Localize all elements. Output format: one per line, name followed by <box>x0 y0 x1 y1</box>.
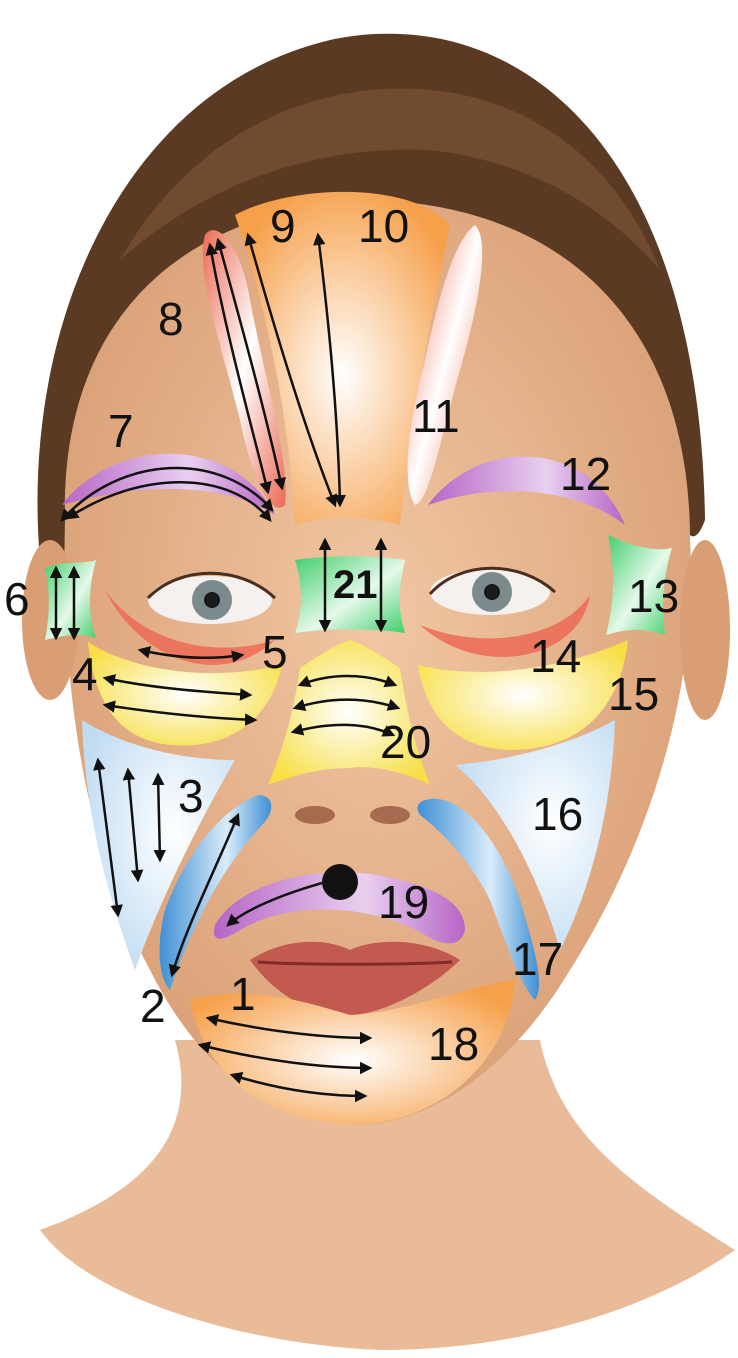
right-ear <box>680 540 730 720</box>
zone-label-11: 11 <box>412 390 460 442</box>
zone-label-10: 10 <box>358 200 409 252</box>
left-nostril <box>295 806 335 824</box>
zone-label-2: 2 <box>140 980 166 1032</box>
zone-label-17: 17 <box>512 933 563 985</box>
right-nostril <box>370 806 410 824</box>
zone-label-19: 19 <box>378 876 429 928</box>
zone-label-14: 14 <box>530 630 581 682</box>
zone-label-8: 8 <box>158 293 184 345</box>
zone-label-7: 7 <box>108 405 134 457</box>
zone-label-9: 9 <box>270 200 296 252</box>
zone-label-4: 4 <box>72 648 98 700</box>
zone-label-12: 12 <box>560 448 611 500</box>
zone-19-dot <box>322 864 358 900</box>
zone-6-area <box>45 560 96 640</box>
zone-label-3: 3 <box>178 770 204 822</box>
zone-label-15: 15 <box>608 668 659 720</box>
zone-label-18: 18 <box>428 1018 479 1070</box>
zone-label-1: 1 <box>230 968 256 1020</box>
zone-label-6: 6 <box>4 573 30 625</box>
zone-label-20: 20 <box>380 716 431 768</box>
zone-label-13: 13 <box>628 570 679 622</box>
zone-label-21: 21 <box>333 563 378 607</box>
zone-label-5: 5 <box>262 626 288 678</box>
zone-label-16: 16 <box>532 788 583 840</box>
